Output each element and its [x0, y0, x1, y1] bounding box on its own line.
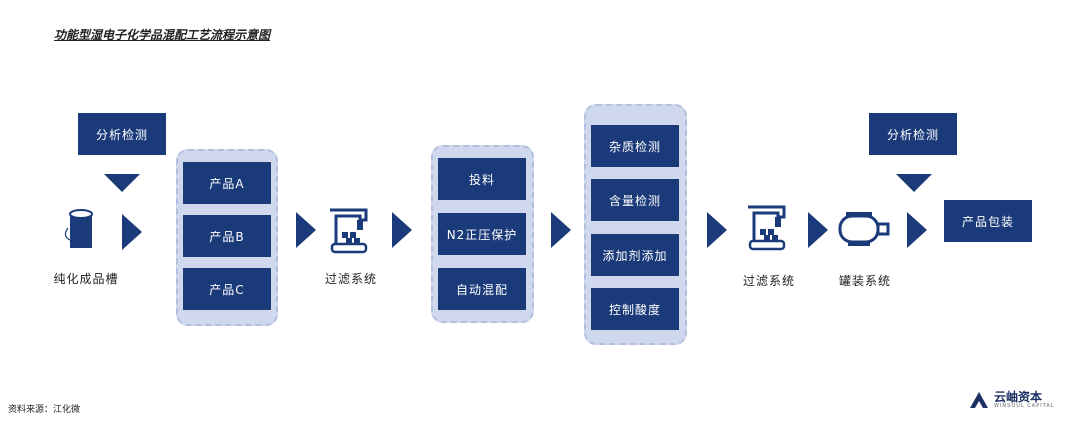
packaging-box: 产品包装	[944, 200, 1032, 242]
arrow-5	[707, 212, 727, 248]
product-b-box: 产品B	[183, 215, 271, 257]
additive-box: 添加剂添加	[591, 234, 679, 276]
auto-mixing-box: 自动混配	[438, 268, 526, 310]
logo-text: 云岫资本	[994, 390, 1043, 404]
impurity-check-box: 杂质检测	[591, 125, 679, 167]
source-note: 资料来源：江化微	[8, 405, 81, 415]
content-check-box: 含量检测	[591, 179, 679, 221]
product-a-box: 产品A	[183, 162, 271, 204]
analysis-box-left: 分析检测	[78, 113, 166, 155]
arrow-3	[392, 212, 412, 248]
arrow-1	[122, 214, 142, 250]
acidity-control-box: 控制酸度	[591, 288, 679, 330]
page-title: 功能型湿电子化学品混配工艺流程示意图	[54, 28, 271, 42]
logo-icon	[970, 392, 988, 408]
filter-system-icon-2	[748, 205, 786, 251]
arrow-6	[808, 212, 828, 248]
down-arrow-right	[896, 174, 932, 192]
arrow-7	[907, 212, 927, 248]
filter-label-2: 过滤系统	[742, 274, 795, 288]
canning-system-icon	[838, 212, 890, 246]
tank-label: 纯化成品槽	[53, 272, 119, 286]
filter-system-icon-1	[330, 208, 368, 254]
filter-label-1: 过滤系统	[324, 272, 377, 286]
arrow-4	[551, 212, 571, 248]
logo-subtext: WINSOUL CAPITAL	[994, 403, 1055, 409]
analysis-box-right: 分析检测	[869, 113, 957, 155]
product-c-box: 产品C	[183, 268, 271, 310]
tank-icon	[64, 209, 93, 248]
canning-label: 罐装系统	[838, 274, 891, 288]
down-arrow-left	[104, 174, 140, 192]
brand-logo: 云岫资本 WINSOUL CAPITAL	[968, 390, 1055, 410]
arrow-2	[296, 212, 316, 248]
n2-protection-box: N2正压保护	[438, 213, 526, 255]
feeding-box: 投料	[438, 158, 526, 200]
